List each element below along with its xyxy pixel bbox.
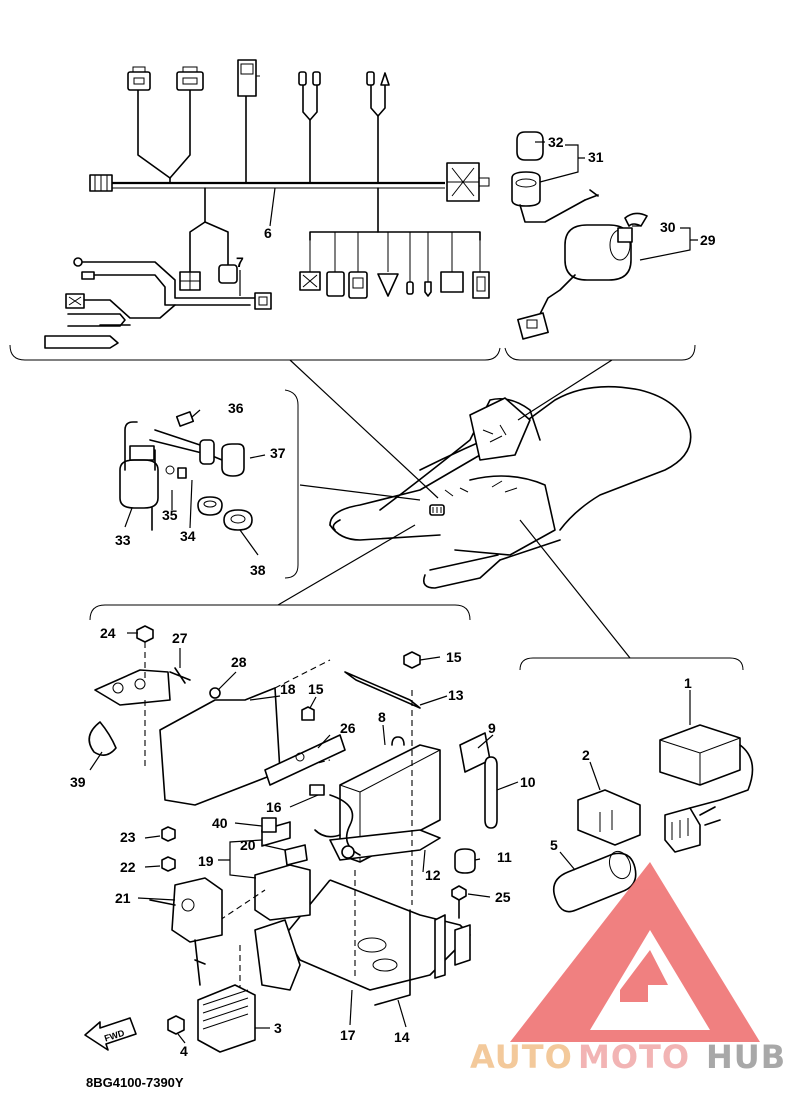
callout-38: 38: [250, 562, 266, 578]
ignition-switch-group: [511, 131, 648, 340]
callout-13: 13: [448, 687, 464, 703]
callout-5: 5: [550, 837, 558, 853]
callout-27: 27: [172, 630, 188, 646]
callout-39: 39: [70, 774, 86, 790]
callout-33: 33: [115, 532, 131, 548]
automotohub-logo: AUTO MOTO HUB: [470, 862, 786, 1076]
callout-26: 26: [340, 720, 356, 736]
logo-word-moto: MOTO: [578, 1038, 690, 1076]
callout-23: 23: [120, 829, 136, 845]
part-code-label: 8BG4100-7390Y: [86, 1075, 184, 1090]
callout-15b: 15: [308, 681, 324, 697]
snowmobile-outline: [329, 385, 692, 589]
callout-34: 34: [180, 528, 196, 544]
callout-8: 8: [378, 709, 386, 725]
coil-group-bracket: [284, 389, 299, 579]
harness-group-bracket: [9, 344, 501, 361]
callout-31: 31: [588, 149, 604, 165]
callout-24: 24: [100, 625, 116, 641]
callout-21: 21: [115, 890, 131, 906]
logo-word-hub: HUB: [706, 1038, 786, 1076]
battery-group-bracket: [89, 604, 471, 621]
forward-direction-arrow: FWD: [84, 1017, 137, 1051]
callout-10: 10: [520, 774, 536, 790]
callout-36: 36: [228, 400, 244, 416]
callout-25: 25: [495, 889, 511, 905]
callout-28: 28: [231, 654, 247, 670]
callout-22: 22: [120, 859, 136, 875]
callout-3: 3: [274, 1020, 282, 1036]
callout-leaders: [89, 141, 698, 1044]
callout-14: 14: [394, 1029, 410, 1045]
callout-1: 1: [684, 675, 692, 691]
logo-word-auto: AUTO: [470, 1038, 573, 1076]
callout-37: 37: [270, 445, 286, 461]
callout-11: 11: [497, 849, 512, 865]
callout-19: 19: [198, 853, 214, 869]
callout-18: 18: [280, 681, 296, 697]
callout-17: 17: [340, 1027, 356, 1043]
harness-leader: [289, 359, 439, 499]
switch-leader: [517, 359, 613, 421]
callout-20: 20: [240, 837, 256, 853]
callout-6: 6: [264, 225, 272, 241]
callout-15a: 15: [446, 649, 462, 665]
callout-9: 9: [488, 720, 496, 736]
callout-29: 29: [700, 232, 716, 248]
ignition-leader: [299, 484, 421, 501]
switch-group-bracket: [504, 344, 696, 361]
cdi-unit-group: [552, 724, 754, 913]
callout-16: 16: [266, 799, 282, 815]
cdi-leader: [519, 519, 631, 659]
battery-mount-group: [88, 625, 498, 1053]
callout-4: 4: [180, 1043, 188, 1059]
callout-12: 12: [425, 867, 441, 883]
callout-labels: 1 2 3 4 5 6 7 8 9 10 11 12 13 14 15 15 1…: [70, 134, 716, 1059]
callout-7: 7: [236, 254, 244, 270]
cdi-group-bracket: [519, 657, 744, 671]
callout-35: 35: [162, 507, 178, 523]
callout-32: 32: [548, 134, 564, 150]
callout-40: 40: [212, 815, 228, 831]
wire-harness: [44, 59, 490, 349]
callout-30: 30: [660, 219, 676, 235]
ignition-coil-group: [119, 411, 253, 531]
callout-2: 2: [582, 747, 590, 763]
battery-leader: [277, 524, 416, 606]
